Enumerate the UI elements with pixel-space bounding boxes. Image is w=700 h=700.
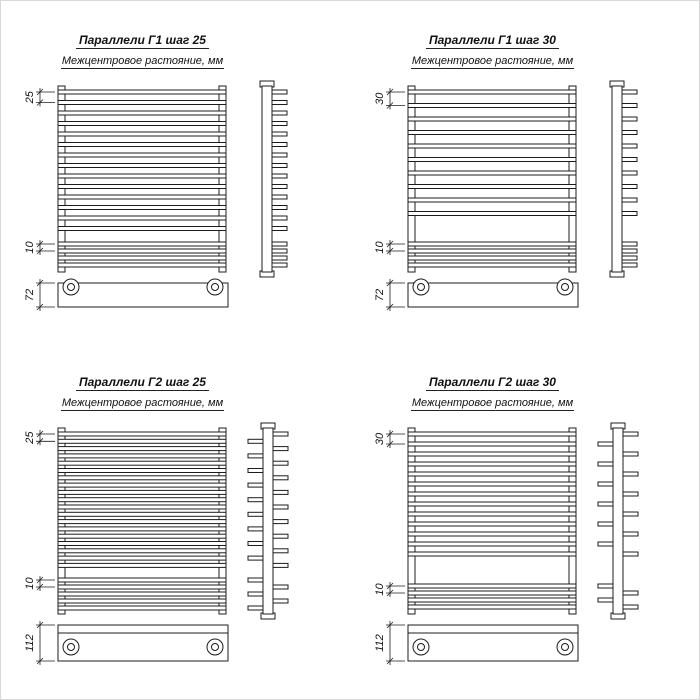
panel-title: Параллели Г1 шаг 25: [15, 33, 270, 49]
bottom-view: [57, 624, 229, 662]
dimension-lines: [386, 430, 405, 665]
panel-subtitle-text: Межцентровое растояние, мм: [410, 55, 575, 69]
side-view: [597, 422, 639, 620]
technical-drawing: 30 10 72: [374, 80, 638, 311]
panel-subtitle: Межцентровое растояние, мм: [15, 397, 270, 411]
dim-label-step: 25: [24, 431, 36, 445]
dim-label-collector: 112: [24, 634, 36, 652]
panel-parallels-g1-step25: Параллели Г1 шаг 25 Межцентровое растоян…: [0, 0, 350, 350]
technical-drawing: 25 10 112: [24, 422, 289, 665]
side-view: [609, 80, 638, 278]
panel-subtitle: Межцентровое растояние, мм: [15, 55, 270, 69]
panel-parallels-g1-step30: Параллели Г1 шаг 30 Межцентровое растоян…: [350, 0, 700, 350]
panel-parallels-g2-step30: Параллели Г2 шаг 30 Межцентровое растоян…: [350, 342, 700, 692]
technical-drawing: 25 10 72: [24, 80, 288, 311]
dim-label-bottom-gap: 10: [24, 577, 36, 590]
dim-label-collector: 72: [24, 289, 36, 301]
bottom-view: [57, 278, 229, 308]
panel-title: Параллели Г2 шаг 25: [15, 375, 270, 391]
front-view: [57, 427, 227, 615]
panel-subtitle-text: Межцентровое растояние, мм: [410, 397, 575, 411]
technical-drawing: 30 10 112: [374, 422, 639, 665]
panel-subtitle-text: Межцентровое растояние, мм: [60, 397, 225, 411]
panel-title: Параллели Г2 шаг 30: [365, 375, 620, 391]
dim-label-bottom-gap: 10: [374, 241, 386, 254]
dim-label-collector: 72: [374, 289, 386, 301]
dim-label-bottom-gap: 10: [24, 241, 36, 254]
panel-subtitle: Межцентровое растояние, мм: [365, 397, 620, 411]
panel-title-text: Параллели Г1 шаг 25: [76, 33, 209, 49]
dim-label-bottom-gap: 10: [374, 583, 386, 596]
dimension-lines: [386, 88, 405, 311]
panel-title-text: Параллели Г1 шаг 30: [426, 33, 559, 49]
dimension-lines: [36, 430, 55, 665]
front-view: [407, 427, 577, 615]
bottom-view: [407, 624, 579, 662]
front-view: [57, 85, 227, 273]
dim-label-collector: 112: [374, 634, 386, 652]
panel-parallels-g2-step25: Параллели Г2 шаг 25 Межцентровое растоян…: [0, 342, 350, 692]
dim-label-step: 30: [374, 92, 386, 105]
panel-subtitle: Межцентровое растояние, мм: [365, 55, 620, 69]
side-view: [259, 80, 288, 278]
panel-title-text: Параллели Г2 шаг 30: [426, 375, 559, 391]
panel-title-text: Параллели Г2 шаг 25: [76, 375, 209, 391]
panel-title: Параллели Г1 шаг 30: [365, 33, 620, 49]
dim-label-step: 30: [374, 432, 386, 445]
dim-label-step: 25: [24, 90, 36, 104]
side-view: [247, 422, 289, 620]
front-view: [407, 85, 577, 273]
panel-subtitle-text: Межцентровое растояние, мм: [60, 55, 225, 69]
dimension-lines: [36, 88, 55, 311]
bottom-view: [407, 278, 579, 308]
